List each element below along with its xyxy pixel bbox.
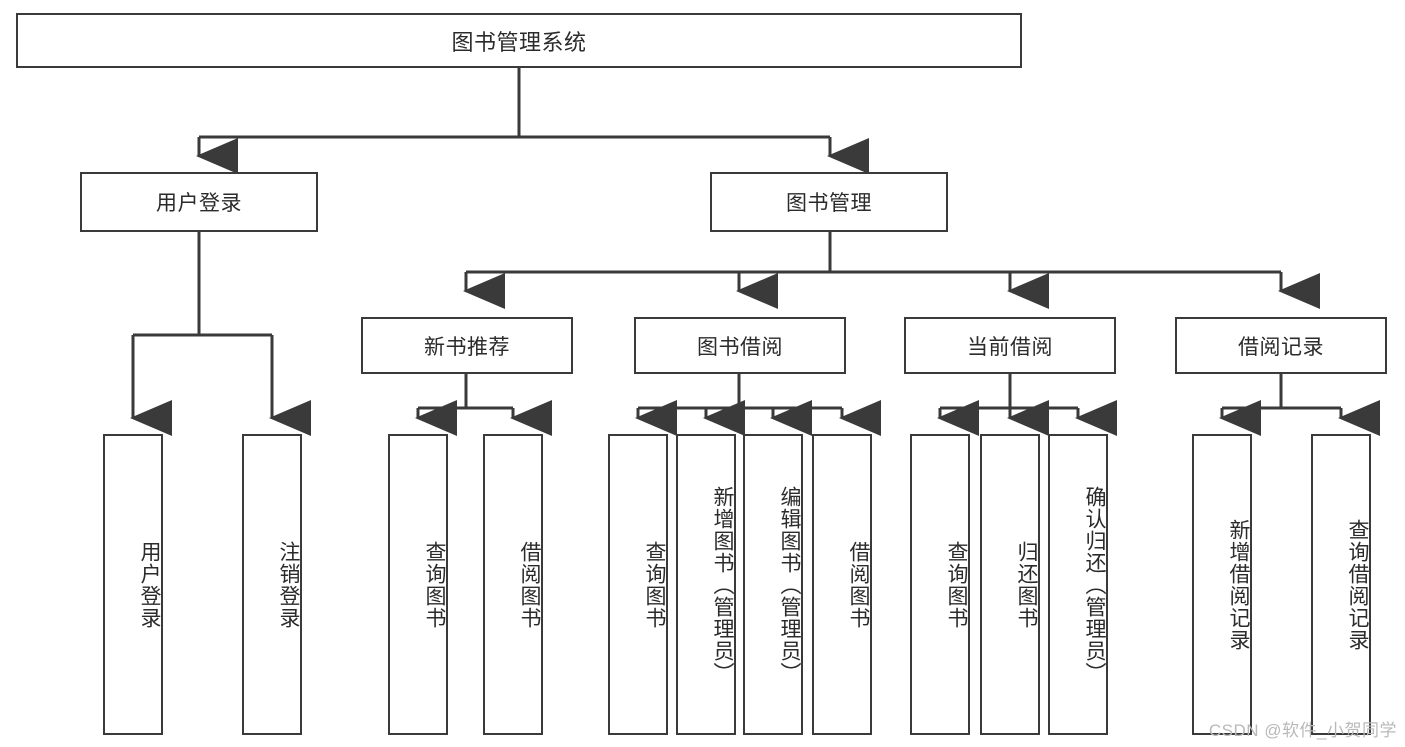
node-label: 查询图书 xyxy=(945,540,968,629)
node-label: 查询图书 xyxy=(643,540,666,629)
node-book-management[interactable]: 图书管理 xyxy=(710,172,948,232)
leaf-current-borrow-return-book[interactable]: 归还图书 xyxy=(980,434,1040,735)
node-label: 借阅图书 xyxy=(518,540,541,629)
node-label: 归还图书 xyxy=(1015,540,1038,629)
node-user-login[interactable]: 用户登录 xyxy=(80,172,318,232)
node-book-borrow[interactable]: 图书借阅 xyxy=(634,317,846,374)
node-current-borrow[interactable]: 当前借阅 xyxy=(904,317,1116,374)
node-label: 用户登录 xyxy=(138,540,161,629)
node-label: 图书管理 xyxy=(786,192,872,215)
leaf-book-borrow-edit-book-admin[interactable]: 编辑图书（管理员） xyxy=(743,434,803,735)
leaf-current-borrow-confirm-return-admin[interactable]: 确认归还（管理员） xyxy=(1048,434,1108,735)
leaf-user-login-logout[interactable]: 注销登录 xyxy=(242,434,302,735)
node-root-book-management-system[interactable]: 图书管理系统 xyxy=(16,13,1022,68)
leaf-borrow-record-add-record[interactable]: 新增借阅记录 xyxy=(1192,434,1252,735)
node-label: 当前借阅 xyxy=(967,335,1053,359)
node-label: 图书借阅 xyxy=(697,335,783,359)
leaf-user-login-login[interactable]: 用户登录 xyxy=(103,434,163,735)
node-label: 新书推荐 xyxy=(424,335,510,359)
node-label: 新增图书（管理员） xyxy=(711,485,734,684)
watermark-text: CSDN @软件_小贺同学 xyxy=(1208,721,1397,740)
leaf-new-book-borrow-book[interactable]: 借阅图书 xyxy=(483,434,543,735)
node-label: 用户登录 xyxy=(156,192,242,215)
node-label: 注销登录 xyxy=(277,540,300,629)
node-label: 借阅图书 xyxy=(847,540,870,629)
leaf-current-borrow-query-book[interactable]: 查询图书 xyxy=(910,434,970,735)
node-label: 编辑图书（管理员） xyxy=(778,485,801,684)
node-label: 图书管理系统 xyxy=(451,29,587,55)
node-label: 查询借阅记录 xyxy=(1346,518,1369,651)
node-label: 新增借阅记录 xyxy=(1227,518,1250,651)
node-label: 查询图书 xyxy=(423,540,446,629)
leaf-book-borrow-borrow-book[interactable]: 借阅图书 xyxy=(812,434,872,735)
leaf-new-book-query-book[interactable]: 查询图书 xyxy=(388,434,448,735)
leaf-book-borrow-add-book-admin[interactable]: 新增图书（管理员） xyxy=(676,434,736,735)
node-borrow-record[interactable]: 借阅记录 xyxy=(1175,317,1387,374)
node-label: 确认归还（管理员） xyxy=(1083,485,1106,684)
leaf-borrow-record-query-record[interactable]: 查询借阅记录 xyxy=(1311,434,1371,735)
node-label: 借阅记录 xyxy=(1238,335,1324,359)
node-new-book-recommend[interactable]: 新书推荐 xyxy=(361,317,573,374)
leaf-book-borrow-query-book[interactable]: 查询图书 xyxy=(608,434,668,735)
